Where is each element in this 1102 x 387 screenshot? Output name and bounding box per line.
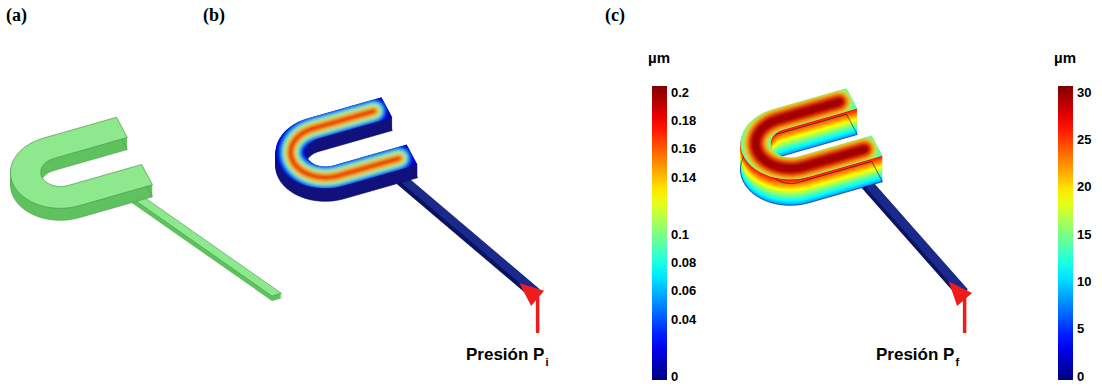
body-side (275, 100, 417, 191)
body-top (740, 88, 882, 179)
pressure-label: Presión P (876, 346, 954, 363)
actuator-model (740, 88, 967, 297)
colorbar-tick-label: 0.06 (671, 284, 696, 297)
colorbar-tick-label: 10 (1077, 275, 1091, 288)
channel-stem (397, 176, 540, 297)
actuator-model (275, 97, 539, 297)
arrow-shaft (963, 297, 967, 333)
colorbar-scale (1058, 86, 1073, 380)
colorbar-tick-label: 0 (671, 370, 678, 383)
channel-stem (862, 180, 968, 297)
u-body (740, 88, 882, 205)
displacement-band (756, 102, 865, 168)
body-side (10, 118, 152, 209)
u-body (10, 117, 152, 220)
stem-top (862, 180, 968, 292)
body-side (275, 99, 417, 190)
body-side (275, 101, 417, 192)
displacement-band (291, 111, 400, 177)
displacement-band (291, 111, 400, 177)
actuator-model (10, 117, 281, 301)
colorbar-tick-label: 30 (1077, 86, 1091, 99)
colorbar (652, 86, 1073, 380)
body-side (275, 103, 417, 194)
body-side (740, 90, 882, 181)
pressure-arrow (519, 282, 972, 333)
colorbar-tick-label: 0.2 (671, 86, 689, 99)
body-side (740, 93, 882, 184)
colorbar-tick-label: 25 (1077, 133, 1091, 146)
colorbar-tick-label: 0.16 (671, 142, 696, 155)
colorbar-tick-label: 0 (1077, 370, 1084, 383)
displacement-band (756, 102, 865, 168)
arrow-shaft (536, 296, 540, 333)
displacement-band (291, 111, 400, 177)
body-side (275, 104, 417, 195)
displacement-band (291, 111, 400, 177)
u-body (275, 97, 417, 201)
body-side (740, 95, 882, 186)
colorbar-tick-label: 5 (1077, 322, 1084, 335)
body-side (275, 102, 417, 193)
stem-side (862, 181, 968, 293)
colorbar-tick-label: 20 (1077, 180, 1091, 193)
panel-label: (a) (6, 6, 27, 24)
colorbar-tick-label: 0.14 (671, 171, 696, 184)
arrow-head (949, 282, 972, 307)
displacement-band (756, 102, 865, 168)
displacement-band (291, 111, 400, 177)
stem-top (397, 176, 540, 292)
body-edge (275, 110, 417, 201)
colorbar-tick-label: 15 (1077, 228, 1091, 241)
displacement-map (291, 111, 400, 177)
arrow-head (519, 283, 544, 306)
pressure-arrow (519, 283, 544, 333)
colorbar-scale (652, 86, 667, 380)
body-top (275, 97, 417, 188)
deformation-model (10, 88, 967, 301)
pressure-subscript: f (955, 357, 959, 368)
colorbar-tick-label: 0.18 (671, 114, 696, 127)
body-side (740, 91, 882, 182)
stem-top (132, 195, 282, 296)
stem-side (397, 177, 540, 293)
unit-label: µm (648, 50, 670, 65)
colorbar-tick-label: 0.08 (671, 256, 696, 269)
panel-label: (c) (605, 6, 625, 24)
displacement-map (756, 102, 865, 168)
body-side (740, 89, 882, 180)
pressure-label: Presión P (466, 346, 544, 363)
body-top (10, 117, 152, 208)
colorbar-tick-label: 0.04 (671, 313, 696, 326)
stem-side (132, 196, 282, 297)
displacement-band (756, 102, 865, 168)
channel-stem (132, 195, 282, 301)
body-side (740, 92, 882, 183)
displacement-band (291, 111, 400, 177)
pressure-arrow (949, 282, 972, 333)
panel-label: (b) (203, 6, 225, 24)
colorbar-tick-label: 0.1 (671, 228, 689, 241)
unit-label: µm (1054, 50, 1076, 65)
displacement-band (756, 102, 865, 168)
body-side (740, 94, 882, 185)
pressure-subscript: i (545, 357, 548, 368)
